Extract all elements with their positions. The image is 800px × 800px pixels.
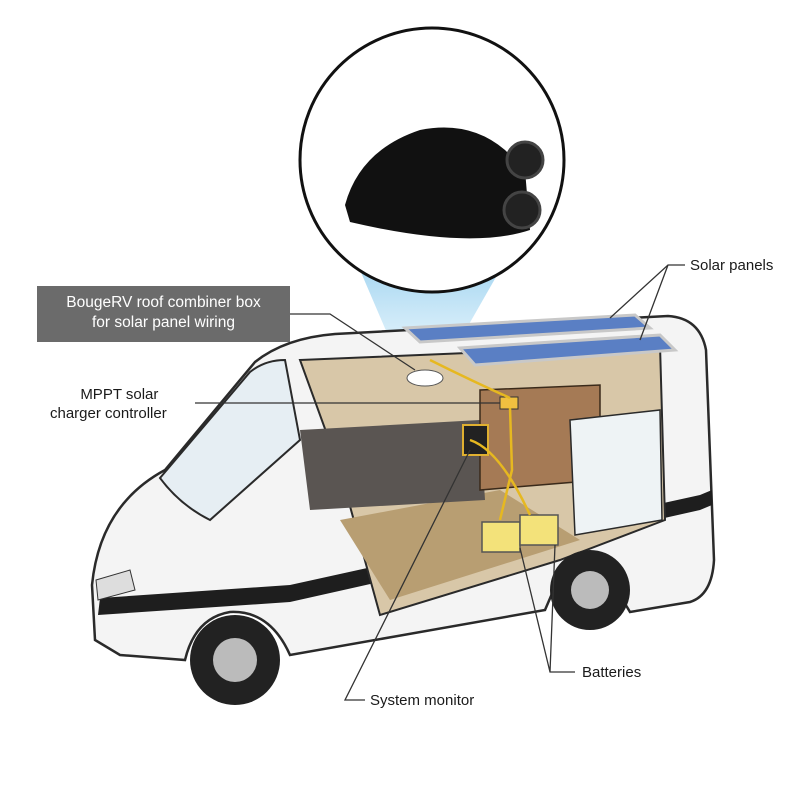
mppt-label-line2: charger controller (50, 405, 167, 422)
front-hubcap (213, 638, 257, 682)
battery-1 (481, 521, 521, 553)
roof-combiner-box (406, 369, 444, 387)
mppt-label-line1: MPPT solar (80, 386, 159, 403)
combiner-label-line2: for solar panel wiring (91, 314, 235, 331)
cable-gland-2 (502, 190, 542, 230)
batteries-label: Batteries (582, 664, 642, 681)
rear-hubcap (571, 571, 609, 609)
solar-panel-1 (401, 313, 654, 344)
windshield (158, 358, 302, 522)
body-stripe (98, 490, 712, 615)
combiner-box-label: BougeRV roof combiner box for solar pane… (37, 286, 290, 342)
solar-panels-label: Solar panels (690, 257, 774, 274)
system-monitor-device (462, 424, 489, 456)
system-monitor-label: System monitor (370, 692, 475, 709)
combiner-label-line1: BougeRV roof combiner box (66, 294, 261, 311)
interior-seat (300, 420, 485, 510)
leader-lines (195, 264, 685, 701)
mppt-label: MPPT solar charger controller (50, 385, 167, 423)
headlight (95, 569, 136, 601)
wiring (429, 358, 532, 521)
battery-2 (519, 514, 559, 546)
combiner-box-product (345, 127, 530, 239)
interior-bathroom (569, 409, 663, 536)
cable-gland-1 (505, 140, 545, 180)
solar-panel-2 (456, 333, 679, 367)
